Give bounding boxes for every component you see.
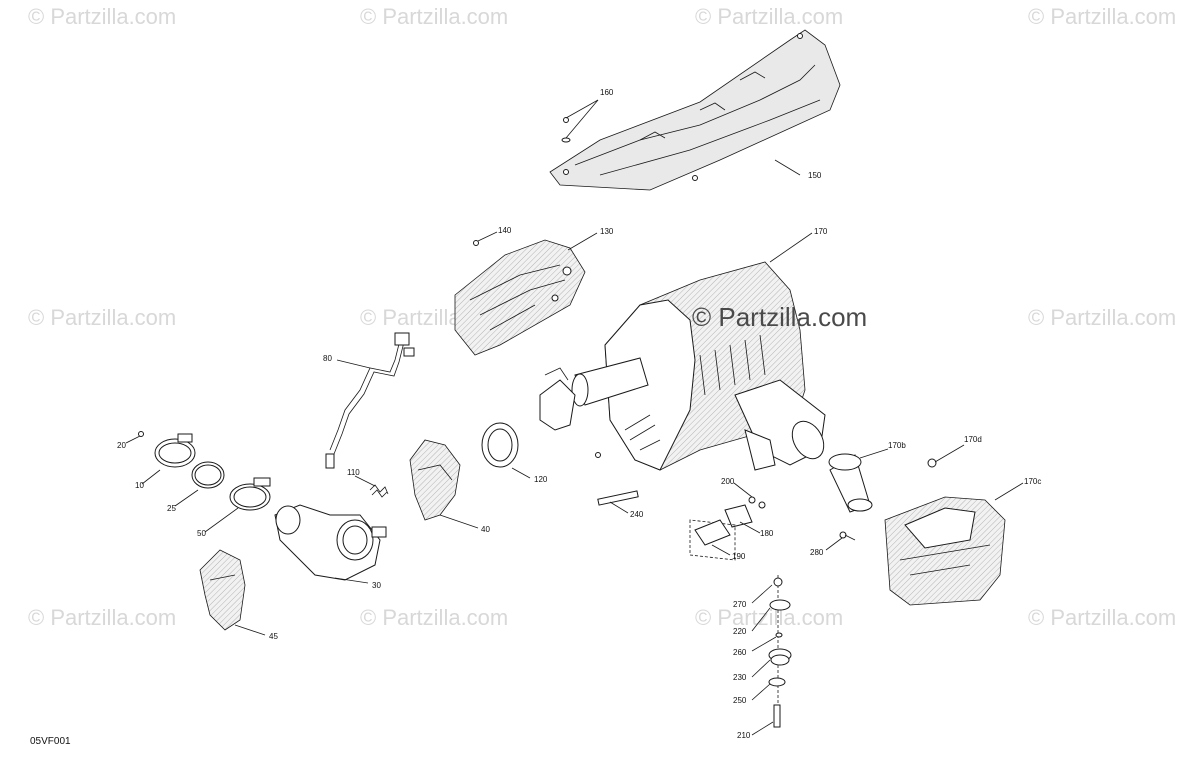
spring-110 [369,484,389,498]
clamp-50 [229,477,271,511]
oxygen-sensor-80 [325,332,415,469]
heat-shield-top [549,29,841,191]
inlet-pipe [539,357,649,431]
callout-260: 260 [733,648,747,657]
screw-140 [473,240,479,246]
bolt-240 [595,452,639,506]
callout-230: 230 [733,673,747,682]
screw-160 [561,117,571,143]
watermark-center: © Partzilla.com [692,302,868,332]
callout-25: 25 [167,504,176,513]
hardware-stack [768,575,792,728]
callout-180: 180 [760,529,774,538]
callout-150: 150 [808,171,822,180]
callout-280: 280 [810,548,824,557]
watermark: © Partzilla.com [1028,305,1177,330]
watermark: © Partzilla.com [28,4,177,29]
screw-280 [839,531,856,541]
callout-30: 30 [372,581,381,590]
end-cap-170c [884,496,1006,606]
callout-190: 190 [732,552,746,561]
gasket-190 [689,519,736,561]
callout-10: 10 [135,481,144,490]
callout-200: 200 [721,477,735,486]
watermark: © Partzilla.com [360,605,509,630]
callout-250: 250 [733,696,747,705]
callout-45: 45 [269,632,278,641]
ring-25 [191,461,225,489]
callout-170d: 170d [964,435,982,444]
callout-50: 50 [197,529,206,538]
callout-80: 80 [323,354,332,363]
callout-170: 170 [814,227,828,236]
watermark: © Partzilla.com [1028,4,1177,29]
callout-20: 20 [117,441,126,450]
callout-120: 120 [534,475,548,484]
outlet-tube [734,379,826,471]
callout-170b: 170b [888,441,906,450]
watermark: © Partzilla.com [360,4,509,29]
callout-170c: 170c [1024,477,1042,486]
shield-45 [199,549,246,631]
shield-40 [409,439,461,521]
bracket-180 [724,504,753,528]
watermark: © Partzilla.com [28,605,177,630]
cover-130 [454,239,586,356]
watermark: © Partzilla.com [28,305,177,330]
callout-220: 220 [733,627,747,636]
callout-40: 40 [481,525,490,534]
watermark: © Partzilla.com [1028,605,1177,630]
callout-110: 110 [347,468,360,477]
elbow-pipe-30 [274,504,387,581]
diagram-code: 05VF001 [30,736,71,747]
watermark: © Partzilla.com [695,4,844,29]
nut-200 [748,496,766,509]
callout-240: 240 [630,510,644,519]
leader-lines [125,99,1024,736]
callout-140: 140 [498,226,512,235]
callout-160: 160 [600,88,614,97]
ring-120 [481,422,519,468]
callout-270: 270 [733,600,747,609]
nut-170d [927,458,937,468]
callout-210: 210 [737,731,751,740]
callout-130: 130 [600,227,614,236]
clamp-10 [138,431,196,468]
funnel-170b [828,453,873,513]
